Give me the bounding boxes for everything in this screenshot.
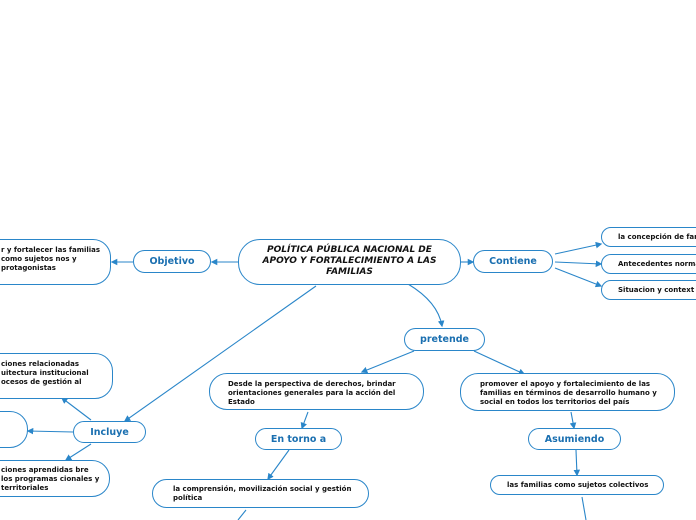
en-torno-label: En torno a [270, 433, 327, 445]
objetivo-text-node[interactable]: r y fortalecer las familias como sujetos… [0, 239, 111, 285]
pretende-node[interactable]: pretende [404, 328, 485, 351]
link-center-pretende [407, 283, 445, 328]
contiene-item-1-text: la concepción de fam [618, 233, 696, 241]
comprension-node[interactable]: la comprensión, movilización social y ge… [152, 479, 369, 508]
incluye-item-3[interactable]: ciones aprendidas bre los programas cion… [0, 460, 110, 497]
link-contiene-item-3 [554, 267, 603, 288]
link-incluye-item-3 [64, 443, 92, 461]
derechos-text: Desde la perspectiva de derechos, brinda… [228, 380, 396, 406]
objetivo-label: Objetivo [149, 256, 195, 267]
link-center-incluye [123, 285, 317, 422]
link-colectivos-continue [581, 496, 587, 520]
colectivos-node[interactable]: las familias como sujetos colectivos [490, 475, 664, 495]
colectivos-text: las familias como sujetos colectivos [507, 481, 649, 489]
pretende-label: pretende [420, 334, 469, 345]
link-entorno-comprension [267, 449, 290, 481]
contiene-item-3[interactable]: Situacion y context [601, 280, 696, 300]
comprension-text: la comprensión, movilización social y ge… [173, 485, 352, 502]
incluye-item-1-text: ciones relacionadas uitectura institucio… [1, 360, 89, 386]
link-contiene-item-2 [554, 260, 603, 268]
central-topic[interactable]: POLÍTICA PÚBLICA NACIONAL DE APOYO Y FOR… [238, 239, 461, 285]
link-incluye-item-1 [60, 397, 92, 421]
link-promover-asumiendo [569, 411, 577, 430]
promover-text: promover el apoyo y fortalecimiento de l… [480, 380, 657, 406]
link-asumiendo-colectivos [573, 449, 581, 477]
asumiendo-label: Asumiendo [544, 433, 605, 445]
derechos-node[interactable]: Desde la perspectiva de derechos, brinda… [209, 373, 424, 410]
incluye-label: Incluye [90, 426, 129, 438]
central-topic-title: POLÍTICA PÚBLICA NACIONAL DE APOYO Y FOR… [262, 245, 437, 277]
incluye-item-3-text: ciones aprendidas bre los programas cion… [1, 466, 100, 492]
contiene-label: Contiene [489, 256, 537, 267]
objetivo-node[interactable]: Objetivo [133, 250, 211, 273]
incluye-item-1[interactable]: ciones relacionadas uitectura institucio… [0, 353, 113, 399]
link-pretende-promover [473, 350, 526, 375]
contiene-item-2-text: Antecedentes norma [618, 260, 696, 268]
link-incluye-item-2 [26, 427, 74, 435]
asumiendo-node[interactable]: Asumiendo [528, 428, 621, 450]
incluye-node[interactable]: Incluye [73, 421, 146, 443]
objetivo-text: r y fortalecer las familias como sujetos… [1, 246, 101, 272]
link-pretende-derechos [360, 350, 415, 374]
link-contiene-item-1 [554, 241, 603, 255]
link-comprension-continue [237, 509, 247, 520]
promover-node[interactable]: promover el apoyo y fortalecimiento de l… [460, 373, 675, 411]
link-derechos-entorno [300, 411, 309, 430]
contiene-node[interactable]: Contiene [473, 250, 553, 273]
contiene-item-1[interactable]: la concepción de fam [601, 227, 696, 247]
en-torno-node[interactable]: En torno a [255, 428, 342, 450]
contiene-item-3-text: Situacion y context [618, 286, 695, 294]
contiene-item-2[interactable]: Antecedentes norma [601, 254, 696, 274]
incluye-item-2[interactable] [0, 411, 28, 448]
